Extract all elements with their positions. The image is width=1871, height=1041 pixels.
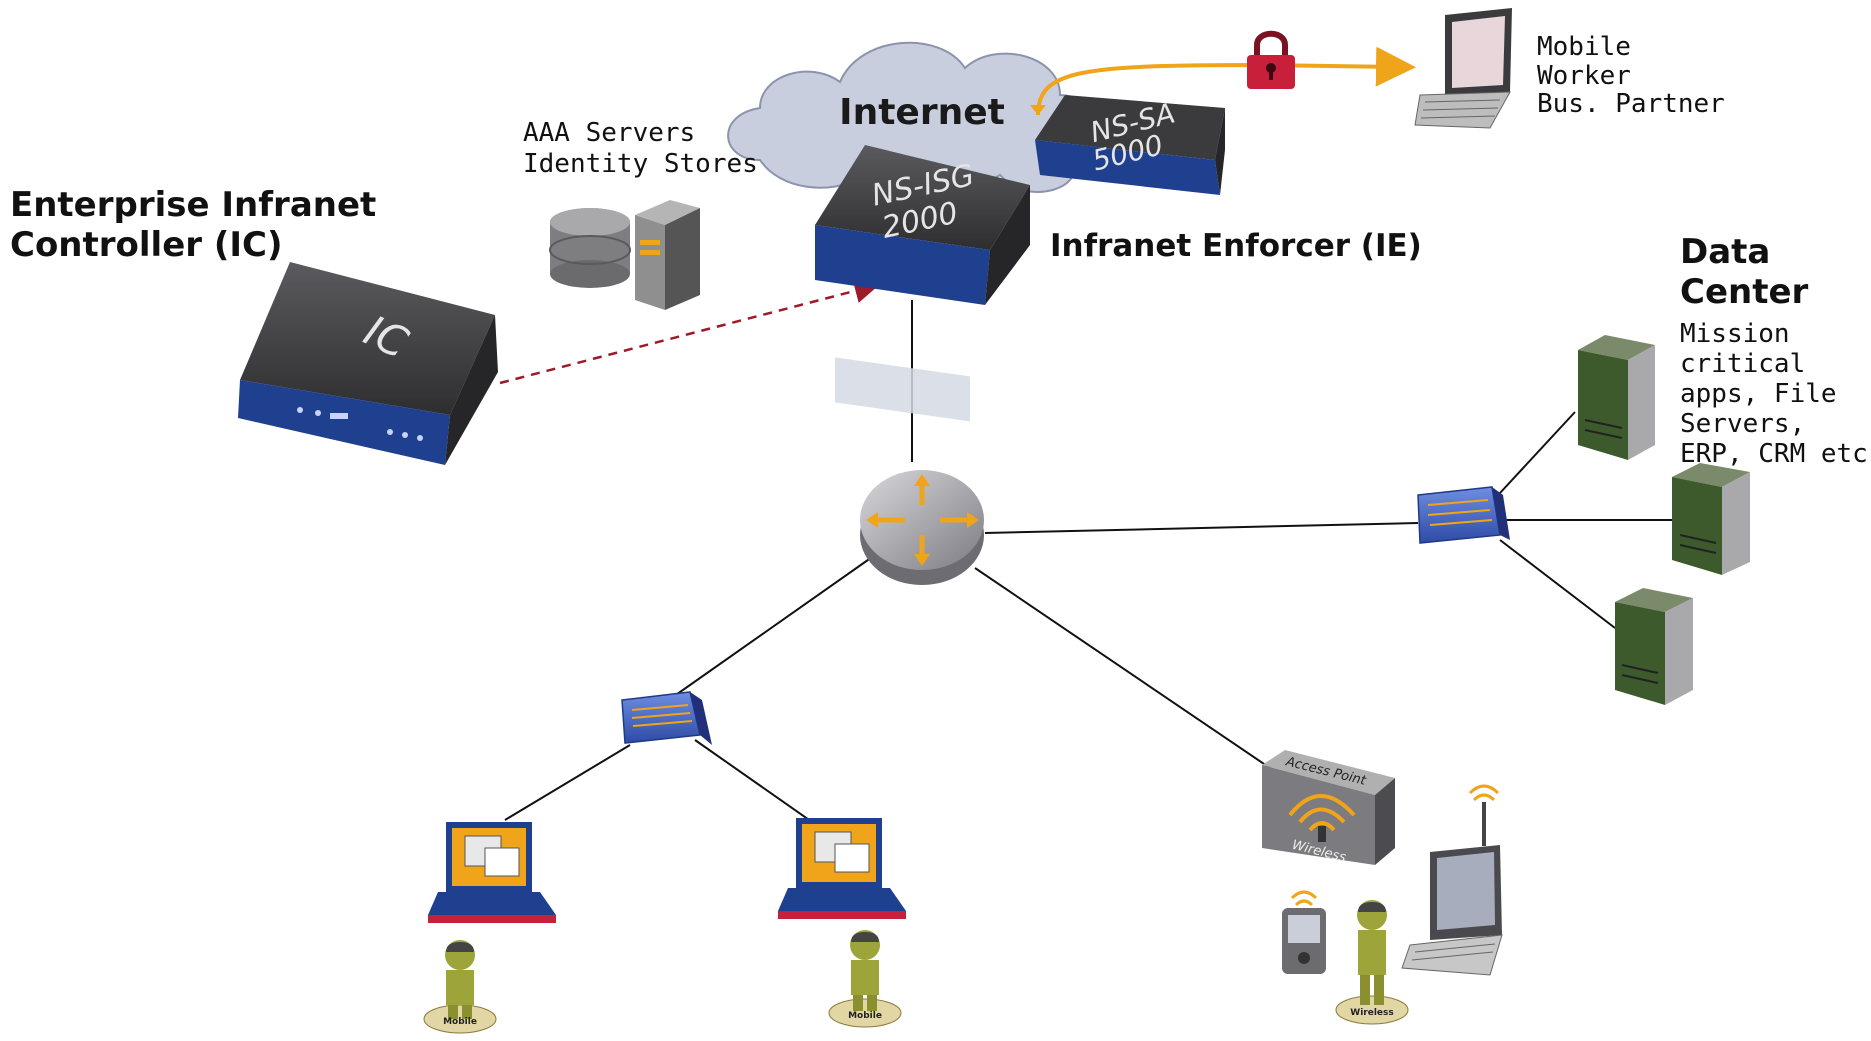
secure-remote-access-arrow	[1036, 46, 1416, 116]
infranet-controller-device: IC	[238, 262, 498, 465]
router-icon	[860, 470, 984, 585]
data-center-description: Mission critical apps, File Servers, ERP…	[1680, 319, 1868, 469]
infranet-enforcer-label: Infranet Enforcer (IE)	[1050, 228, 1422, 264]
server-icon	[1672, 463, 1750, 575]
link-router-dc-switch	[984, 522, 1419, 534]
server-icon	[635, 200, 700, 310]
connection-lines	[504, 300, 1672, 851]
switch-icon	[621, 691, 712, 745]
laptop-icon	[1401, 784, 1503, 976]
link-router-access-point	[974, 567, 1271, 769]
ns-isg-2000-firewall: NS-ISG 2000	[815, 145, 1030, 422]
user-icon: Mobile	[828, 930, 902, 1028]
arrow-head-down	[1030, 105, 1046, 115]
internet-label: Internet	[839, 92, 1005, 133]
aaa-database-icon	[549, 208, 631, 288]
lock-icon	[1247, 30, 1295, 89]
data-center-title: Data Center	[1680, 232, 1809, 313]
link-router-access-switch	[662, 554, 876, 705]
user-icon: Wireless	[1335, 900, 1409, 1025]
user-badge-label: Mobile	[443, 1017, 477, 1027]
ns-sa-5000-device: NS-SA 5000	[1035, 95, 1225, 195]
controller-title: Enterprise Infranet Controller (IC)	[10, 185, 377, 266]
laptop-icon	[1414, 8, 1512, 129]
link-switch-laptop1	[504, 744, 631, 821]
laptop-icon	[778, 818, 906, 919]
server-icon	[1615, 588, 1693, 705]
server-icon	[1578, 335, 1655, 460]
mobile-worker-label: Mobile Worker Bus. Partner	[1537, 32, 1725, 120]
link-dc-switch-server1	[1499, 411, 1576, 494]
user-badge-label: Wireless	[1350, 1008, 1393, 1018]
laptop-icon	[428, 822, 556, 923]
switch-icon	[1417, 486, 1510, 544]
link-dc-switch-server3	[1499, 539, 1616, 629]
pda-icon	[1282, 890, 1326, 974]
user-icon: Mobile	[423, 940, 497, 1034]
user-badge-label: Mobile	[848, 1011, 882, 1021]
access-point-icon: Access Point Wireless	[1262, 750, 1395, 866]
aaa-servers-label: AAA Servers Identity Stores	[523, 118, 758, 179]
